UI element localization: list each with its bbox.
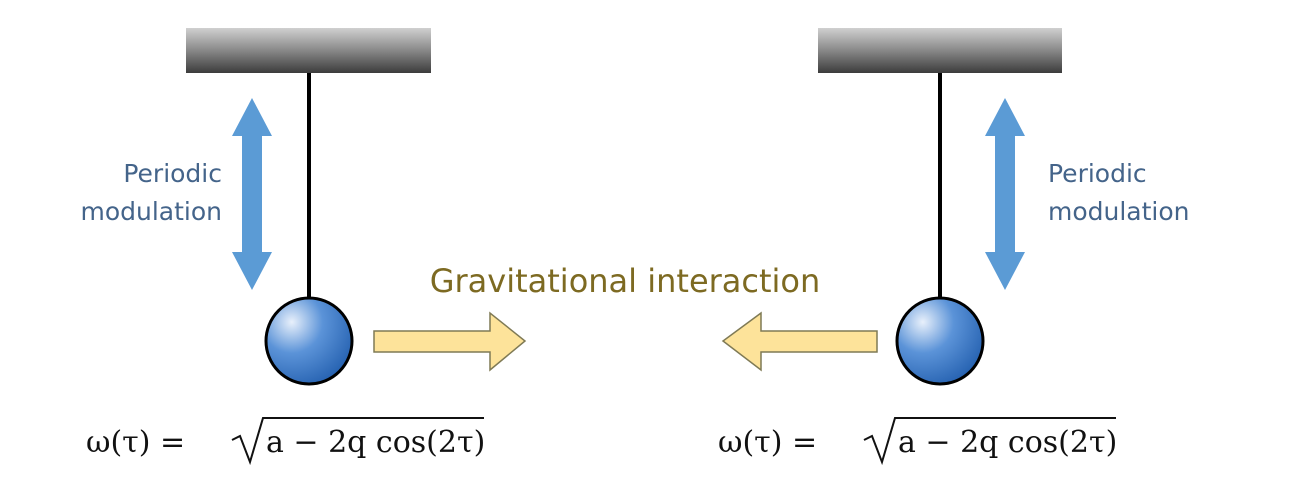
modulation-label-line1: Periodic bbox=[123, 159, 222, 188]
left-equation: ω(τ) = a − 2q cos(2τ) bbox=[86, 417, 485, 466]
right-equation: ω(τ) = a − 2q cos(2τ) bbox=[718, 417, 1117, 466]
support-bar bbox=[186, 28, 431, 73]
equation-lhs: ω(τ) = bbox=[718, 425, 817, 460]
pendulum-ball bbox=[264, 296, 354, 386]
pendulum-ball bbox=[895, 296, 985, 386]
interaction-arrow-left bbox=[721, 311, 878, 372]
sqrt-sign bbox=[863, 417, 1116, 466]
interaction-label: Gravitational interaction bbox=[430, 262, 821, 300]
left-pendulum: Periodic modulation ω(τ) = a − 2q cos(2τ… bbox=[80, 28, 527, 466]
modulation-arrow bbox=[232, 98, 272, 290]
equation-radicand: a − 2q cos(2τ) bbox=[898, 425, 1117, 460]
modulation-label-line2: modulation bbox=[1048, 197, 1190, 226]
equation-radicand: a − 2q cos(2τ) bbox=[266, 425, 485, 460]
modulation-label-line1: Periodic bbox=[1048, 159, 1147, 188]
sqrt-sign bbox=[231, 417, 484, 466]
modulation-label-line2: modulation bbox=[80, 197, 222, 226]
right-pendulum: Periodic modulation ω(τ) = a − 2q cos(2τ… bbox=[718, 28, 1190, 466]
support-bar bbox=[818, 28, 1062, 73]
equation-lhs: ω(τ) = bbox=[86, 425, 185, 460]
interaction-arrow-right bbox=[373, 311, 527, 372]
modulation-arrow bbox=[985, 98, 1025, 290]
